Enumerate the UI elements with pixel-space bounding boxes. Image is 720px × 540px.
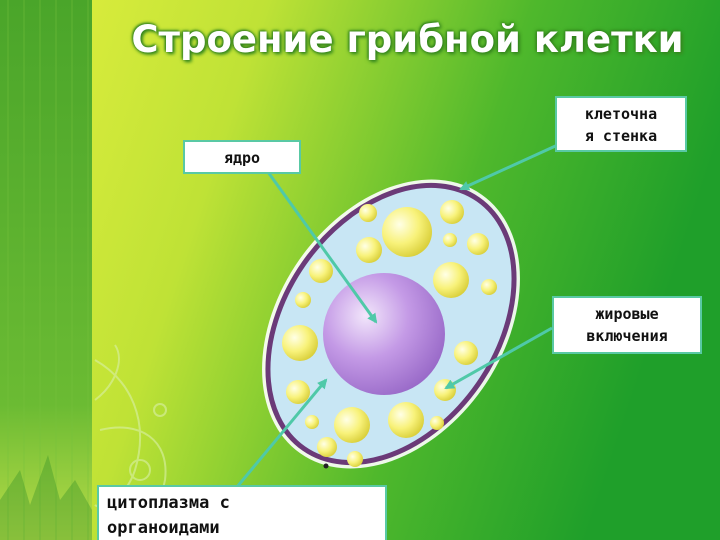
cytoplasm-label-line-1: цитоплазма с	[107, 493, 230, 513]
fat-inclusions-label-line-2: включения	[586, 327, 668, 345]
fat-inclusions	[282, 200, 497, 467]
cytoplasm-arrow	[235, 378, 328, 488]
cell-wall-arrow	[459, 141, 563, 191]
nucleus	[323, 273, 445, 395]
slide-title: Строение грибной клетки	[131, 18, 684, 61]
cell-wall-label-line-1: клеточна	[584, 105, 658, 123]
left-strip	[0, 0, 92, 540]
cell-wall-label: клеточна я стенка	[555, 96, 687, 152]
fat-inclusions-arrow	[444, 326, 553, 390]
cell-wall-label-line-2: я стенка	[584, 127, 658, 145]
nucleus-arrow	[266, 171, 378, 324]
nucleus-label-text: ядро	[223, 149, 261, 167]
cytoplasm-label-line-2: органоидами	[107, 518, 220, 538]
fat-inclusions-label-line-1: жировые	[595, 305, 659, 323]
fat-inclusions-label: жировые включения	[552, 296, 702, 354]
nucleus-label: ядро	[183, 140, 301, 174]
cytoplasm-label: цитоплазма с органоидами	[97, 485, 387, 540]
